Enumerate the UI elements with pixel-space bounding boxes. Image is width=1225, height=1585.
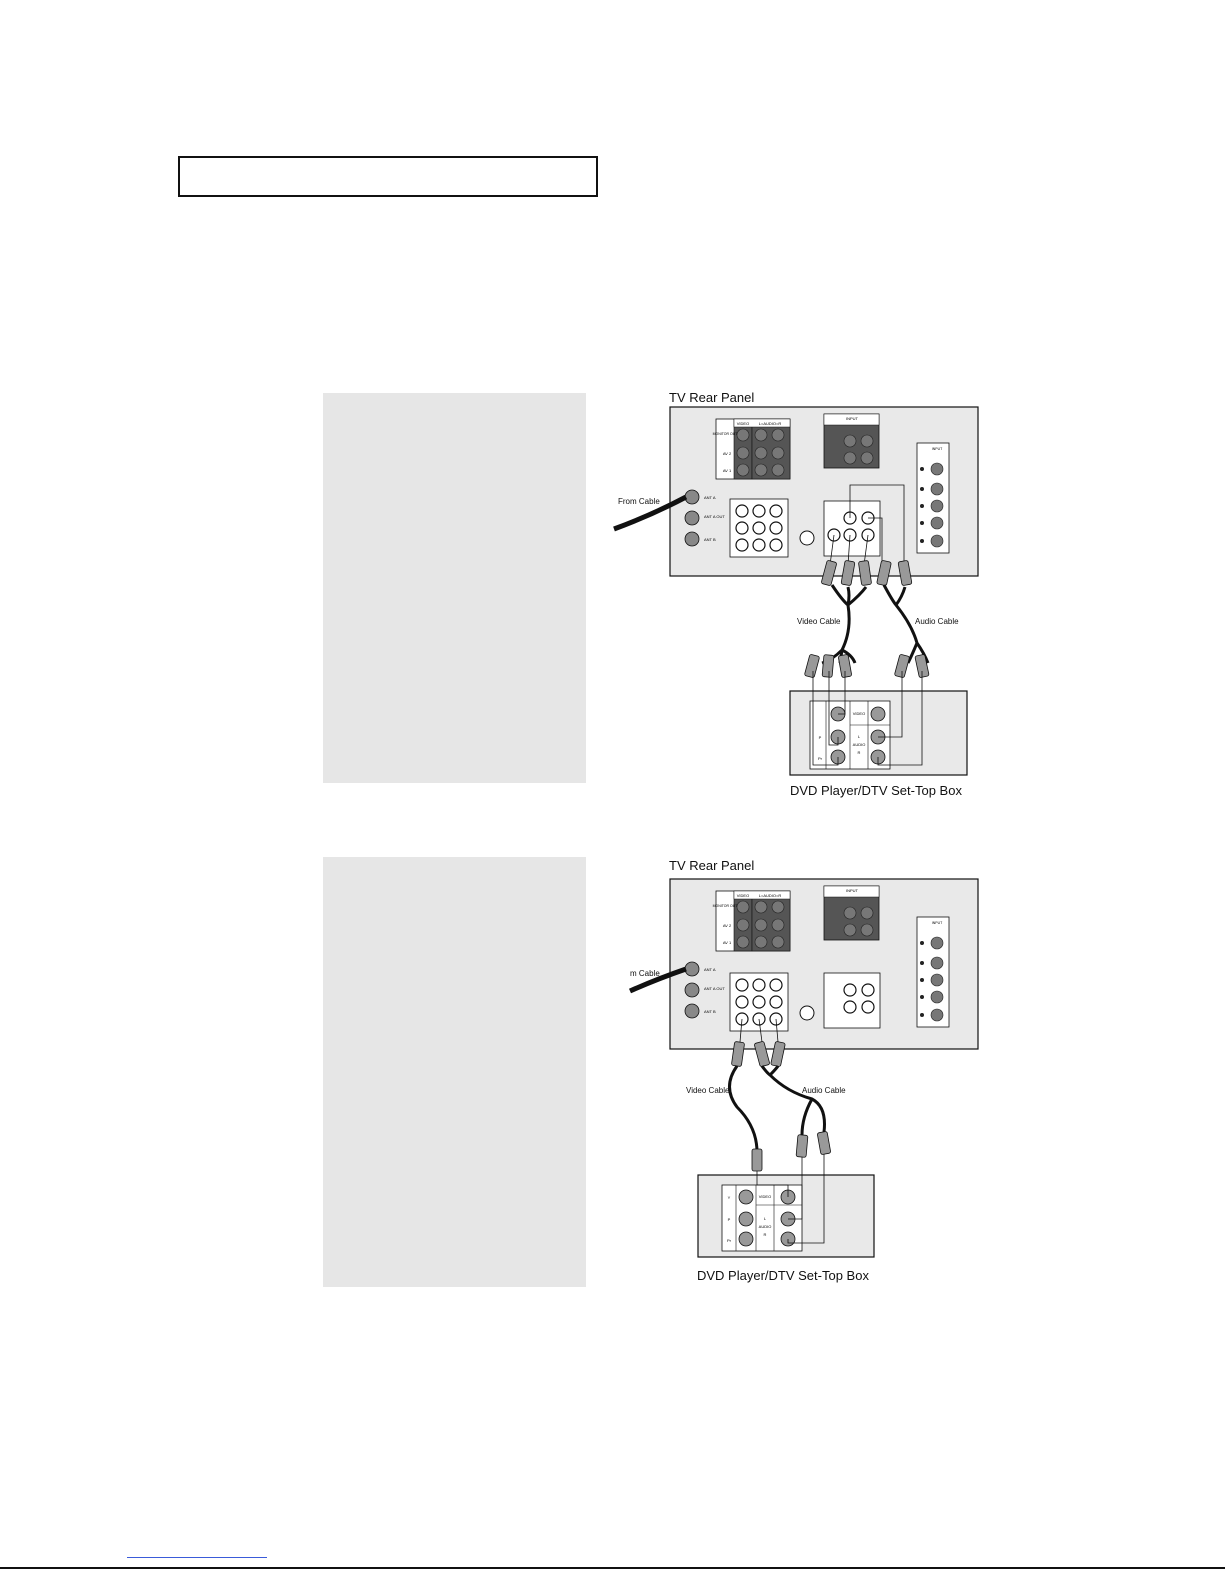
device-pb-label-2: P xyxy=(728,1217,731,1222)
video-jack-label: VIDEO xyxy=(737,421,749,426)
svg-text:VIDEO: VIDEO xyxy=(737,893,749,898)
connection-diagram-1: VIDEO L=AUDIO=R MONITOR OUT AV 2 AV 1 IN… xyxy=(613,406,979,776)
device-r-label-1: R xyxy=(858,750,861,755)
svg-text:INPUT: INPUT xyxy=(846,888,859,893)
svg-text:ANT A OUT: ANT A OUT xyxy=(704,986,725,991)
device-pb-label-1: P xyxy=(819,735,822,740)
tv-rear-panel-title-2: TV Rear Panel xyxy=(669,858,755,873)
side-panel-1 xyxy=(323,393,586,783)
antenna-cable-1 xyxy=(613,494,688,532)
svg-text:MONITOR OUT: MONITOR OUT xyxy=(713,904,739,908)
from-cable-label-1: From Cable xyxy=(618,497,660,506)
from-cable-label-2: m Cable xyxy=(630,969,660,978)
svg-text:ANT B: ANT B xyxy=(704,1009,716,1014)
svg-text:AV 2: AV 2 xyxy=(723,923,732,928)
svg-text:L=AUDIO=R: L=AUDIO=R xyxy=(759,893,782,898)
monitor-out-label: MONITOR OUT xyxy=(713,432,739,436)
section-title-box xyxy=(178,156,598,197)
device-caption-2: DVD Player/DTV Set-Top Box xyxy=(697,1268,869,1283)
ant-b-label: ANT B xyxy=(704,537,716,542)
device-audio-label-2: AUDIO xyxy=(759,1224,772,1229)
audio-jack-label: L=AUDIO=R xyxy=(759,421,782,426)
device-l-label-1: L xyxy=(858,734,861,739)
antenna-cable-2 xyxy=(628,966,687,994)
side-panel-2 xyxy=(323,857,586,1287)
device-pr-label-2: Pr xyxy=(727,1238,732,1243)
input-label-right: INPUT xyxy=(932,447,943,451)
svg-text:AV 1: AV 1 xyxy=(723,940,732,945)
component-jack-column xyxy=(916,442,950,554)
device-video-label-2: VIDEO xyxy=(759,1194,771,1199)
device-audio-label-1: AUDIO xyxy=(853,742,866,747)
ant-b-jack xyxy=(684,531,700,547)
footer-rule xyxy=(0,1567,1225,1569)
device-video-label-1: VIDEO xyxy=(853,711,865,716)
device-pr-label-1: Pr xyxy=(818,756,823,761)
connection-diagram-2: VIDEO L=AUDIO=R MONITOR OUT AV 2 AV 1 IN… xyxy=(628,878,979,1258)
device-caption-1: DVD Player/DTV Set-Top Box xyxy=(790,783,962,798)
audio-cable-label-2: Audio Cable xyxy=(802,1086,846,1095)
video-cable-2 xyxy=(728,1065,759,1153)
ant-a-label: ANT A xyxy=(704,495,716,500)
av1-label: AV 1 xyxy=(723,468,732,473)
device-y-label-2: Y xyxy=(728,1195,731,1200)
svg-text:ANT A: ANT A xyxy=(704,967,716,972)
audio-cable-2 xyxy=(760,1065,826,1136)
device-r-label-2: R xyxy=(764,1232,767,1237)
ant-a-jack xyxy=(684,489,700,505)
video-cable-1 xyxy=(821,584,868,665)
video-cable-label-2: Video Cable xyxy=(686,1086,730,1095)
ant-a-out-label: ANT A OUT xyxy=(704,514,725,519)
footer-link-underline[interactable] xyxy=(127,1557,267,1558)
audio-cable-1 xyxy=(882,584,930,664)
audio-cable-label-1: Audio Cable xyxy=(915,617,959,626)
tv-rear-panel-title-1: TV Rear Panel xyxy=(669,390,755,405)
input-label: INPUT xyxy=(846,416,859,421)
device-l-label-2: L xyxy=(764,1216,767,1221)
video-cable-label-1: Video Cable xyxy=(797,617,841,626)
ant-a-out-jack xyxy=(684,510,700,526)
svg-text:INPUT: INPUT xyxy=(932,921,943,925)
av2-label: AV 2 xyxy=(723,451,732,456)
